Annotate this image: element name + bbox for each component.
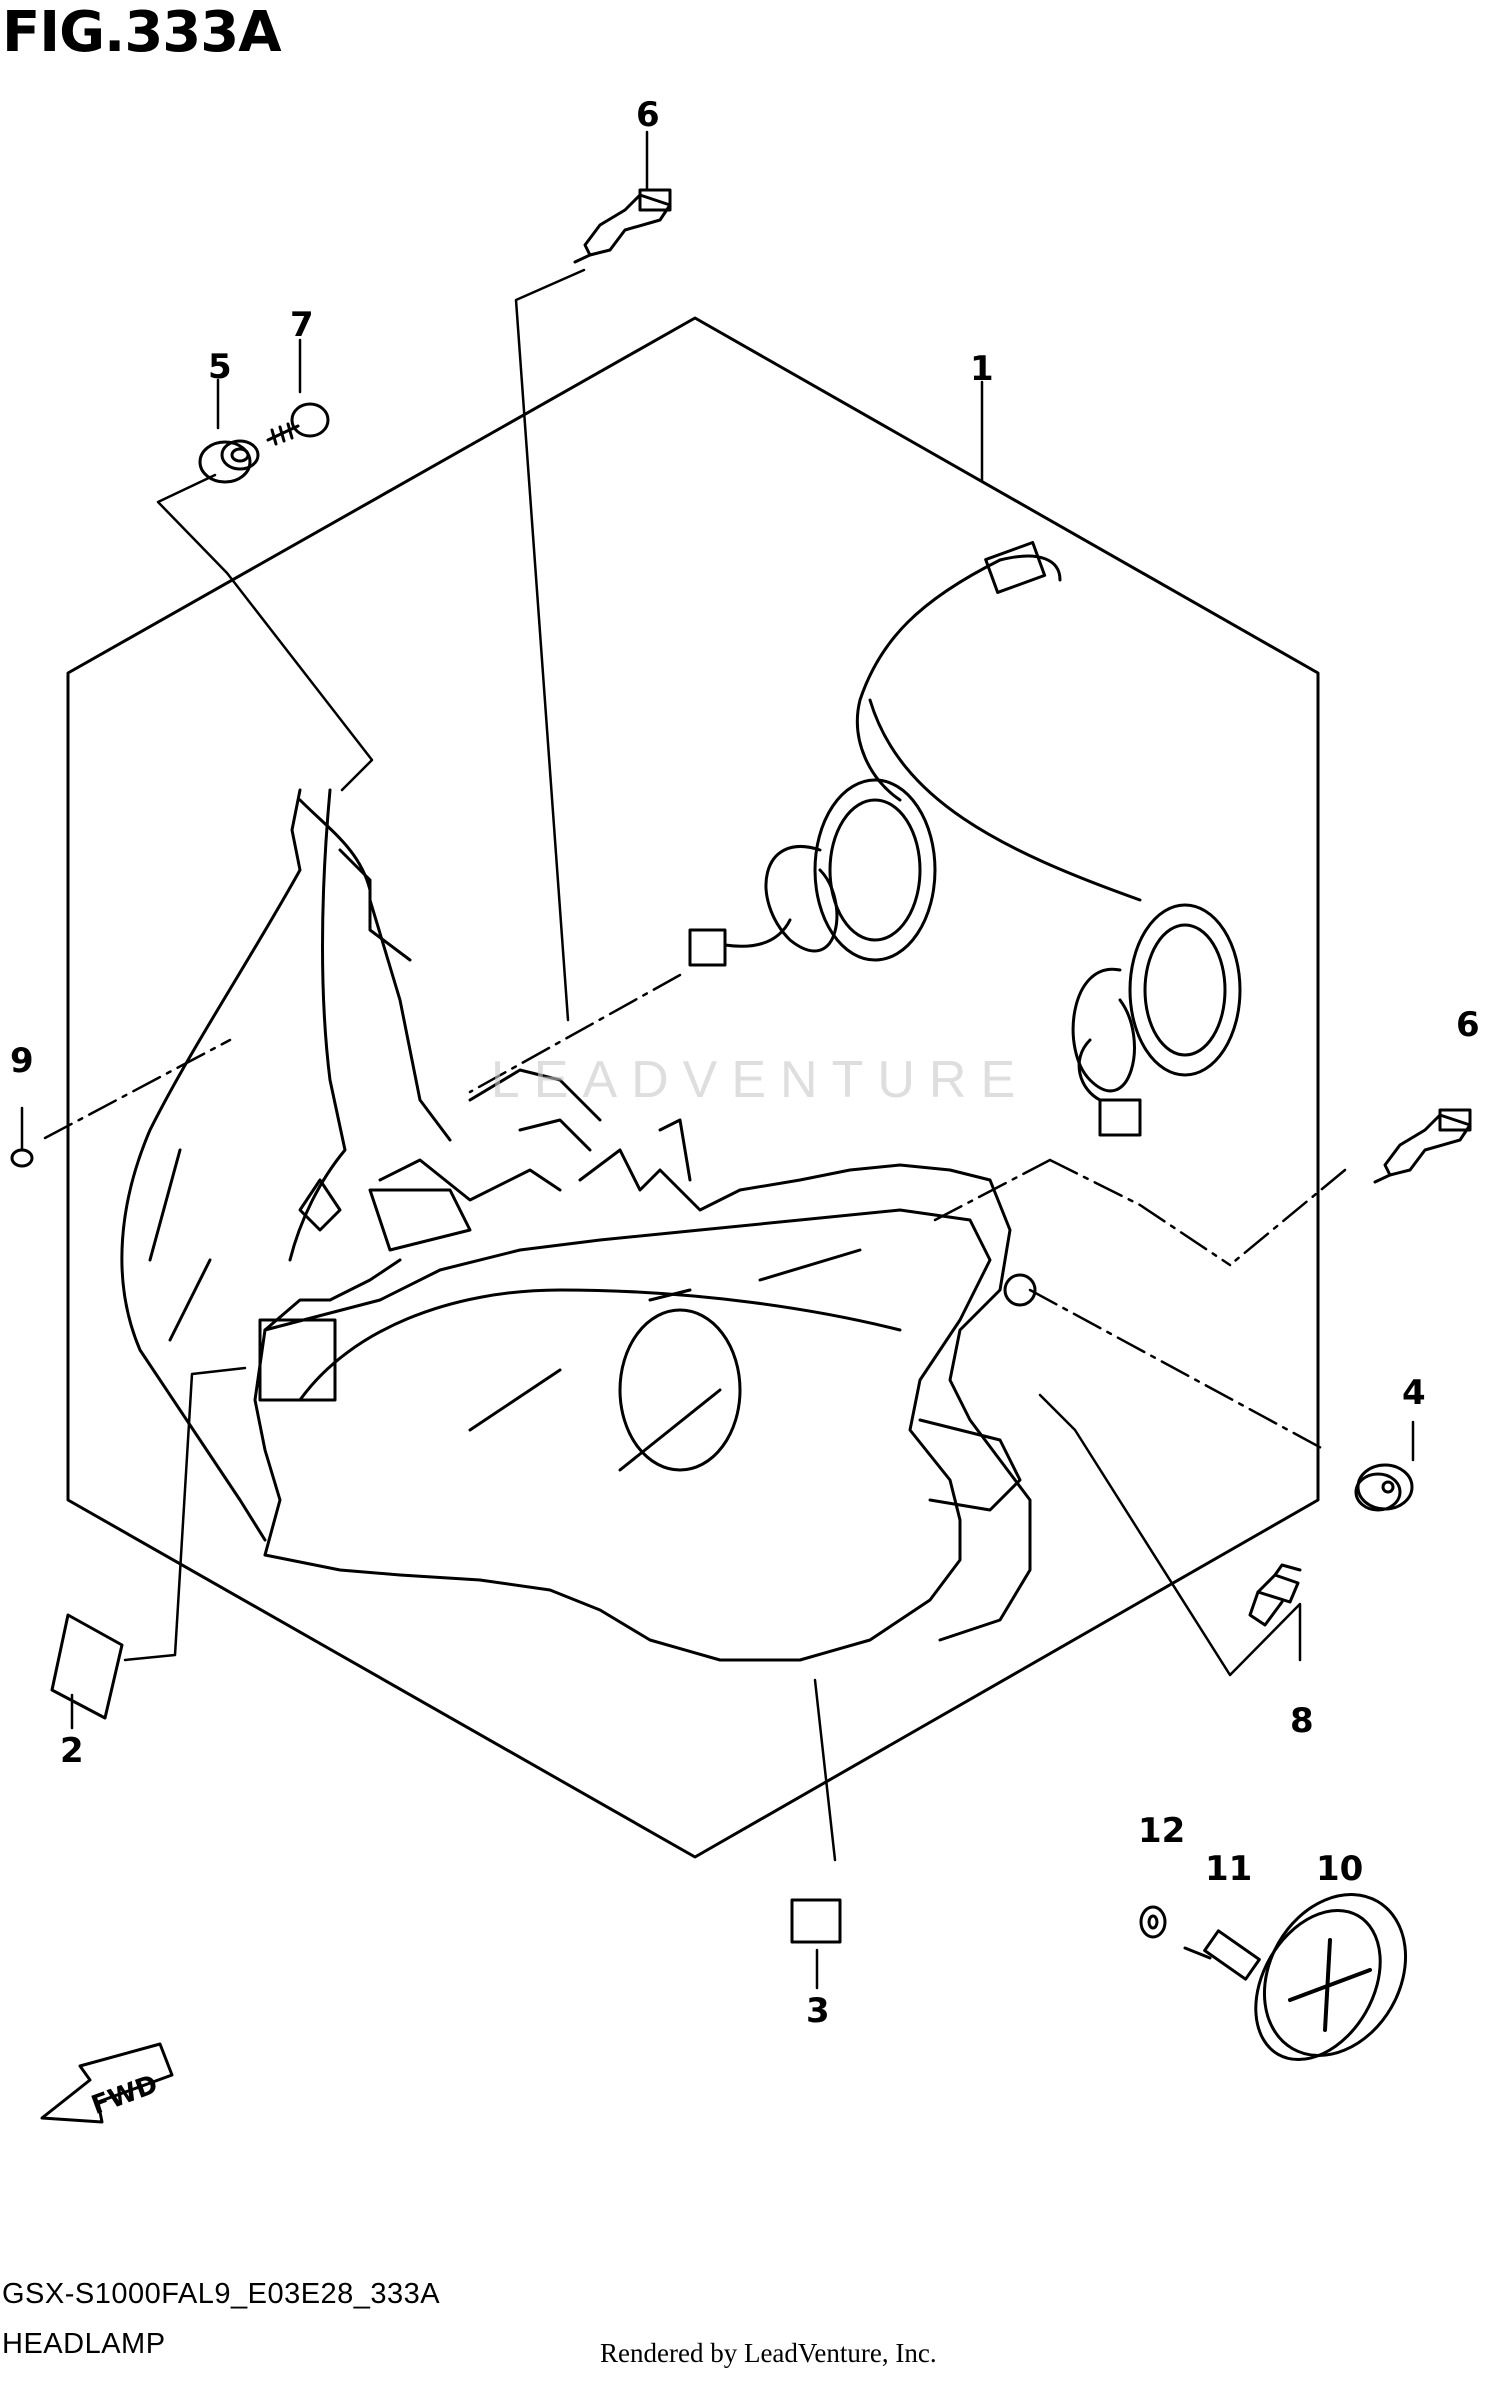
washer-12 (1139, 1905, 1167, 1939)
headlamp-wiring (688, 540, 1242, 1137)
clip-8 (1248, 1563, 1302, 1627)
callout-7: 7 (290, 305, 314, 345)
label-2 (50, 1613, 124, 1720)
forward-arrow (40, 2042, 174, 2124)
callout-1: 1 (970, 349, 994, 389)
callout-9: 9 (10, 1041, 34, 1081)
callout-6-upper: 6 (636, 95, 660, 135)
callout-4: 4 (1402, 1373, 1426, 1413)
callout-3: 3 (806, 1991, 830, 2031)
bulb-upper (573, 188, 672, 264)
watermark-text: LEADVENTURE (490, 1051, 1030, 1109)
bulb-right (1373, 1108, 1472, 1184)
callout-11: 11 (1205, 1849, 1252, 1889)
screw-7 (266, 402, 330, 446)
leader-lines (20, 130, 1415, 1990)
fwd-label: FWD (88, 2070, 162, 2121)
cap-9 (10, 1148, 34, 1168)
model-code: GSX-S1000FAL9_E03E28_333A (2, 2278, 441, 2310)
stud-11 (1183, 1929, 1261, 1981)
callout-8: 8 (1290, 1701, 1314, 1741)
section-name: HEADLAMP (2, 2328, 166, 2360)
assembly-boundary (66, 316, 1320, 1859)
watermark: LEADVENTURE (480, 1050, 1040, 1110)
callout-numbers: 1 2 3 4 5 6 6 7 8 9 10 11 12 (10, 95, 1480, 2031)
render-credit: Rendered by LeadVenture, Inc. (600, 2338, 937, 2368)
callout-6-right: 6 (1456, 1005, 1480, 1045)
callout-2: 2 (60, 1731, 84, 1771)
callout-10: 10 (1316, 1849, 1363, 1889)
label-3 (790, 1898, 842, 1944)
grommet-5 (198, 439, 260, 484)
dash-dot-lines (43, 973, 1347, 1452)
cover-10 (1254, 1893, 1408, 2062)
grommet-4 (1354, 1463, 1414, 1512)
callout-5: 5 (208, 347, 232, 387)
figure-title: FIG.333A (2, 0, 282, 65)
headlamp-housing (120, 788, 1037, 1662)
callout-12: 12 (1138, 1811, 1185, 1851)
